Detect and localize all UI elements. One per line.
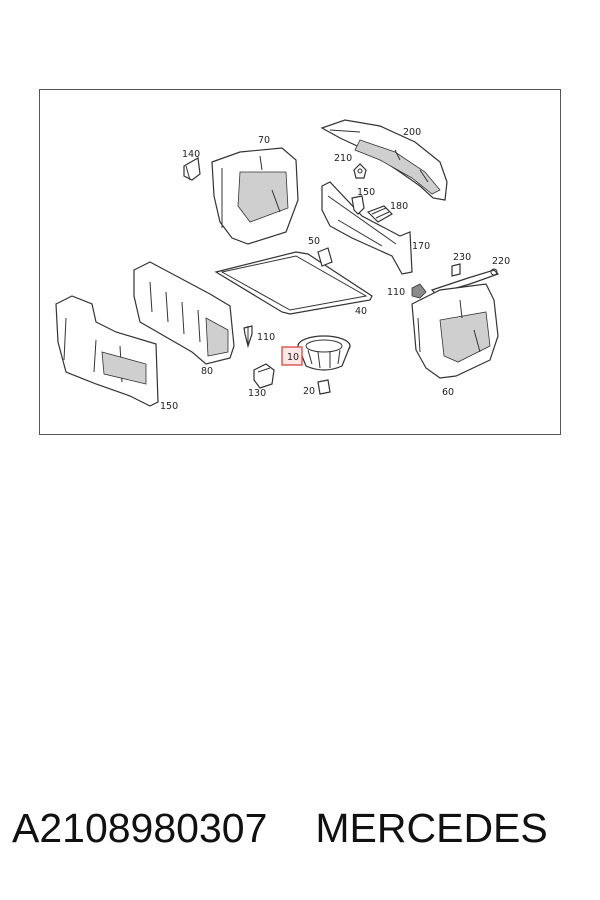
callout-210: 210 bbox=[334, 153, 352, 164]
callout-70: 70 bbox=[258, 135, 270, 146]
part-50 bbox=[317, 247, 333, 267]
callout-50: 50 bbox=[308, 236, 320, 247]
callout-150-panel: 150 bbox=[160, 401, 178, 412]
part-150-clip bbox=[351, 195, 365, 215]
callout-80: 80 bbox=[201, 366, 213, 377]
callout-150-clip: 150 bbox=[357, 187, 375, 198]
callout-230: 230 bbox=[453, 252, 471, 263]
callout-20: 20 bbox=[303, 386, 315, 397]
callout-10: 10 bbox=[287, 352, 299, 363]
callout-10-highlight-box: 10 bbox=[281, 346, 303, 366]
callout-200: 200 bbox=[403, 127, 421, 138]
callout-170: 170 bbox=[412, 241, 430, 252]
callout-220: 220 bbox=[492, 256, 510, 267]
part-130 bbox=[253, 363, 275, 389]
part-230 bbox=[451, 263, 461, 277]
part-150-panel bbox=[55, 295, 159, 407]
part-20 bbox=[317, 379, 331, 395]
product-caption: A2108980307 MERCEDES bbox=[12, 805, 592, 861]
part-number: A2108980307 bbox=[12, 805, 268, 851]
part-60 bbox=[411, 283, 499, 379]
part-110-pin bbox=[243, 325, 253, 349]
part-200 bbox=[320, 119, 448, 201]
callout-110-lower: 110 bbox=[257, 332, 275, 343]
callout-130: 130 bbox=[248, 388, 266, 399]
callout-60: 60 bbox=[442, 387, 454, 398]
brand-name: MERCEDES bbox=[315, 805, 548, 851]
part-140 bbox=[183, 157, 201, 181]
part-70 bbox=[211, 147, 299, 245]
callout-140: 140 bbox=[182, 149, 200, 160]
part-110-bolt bbox=[411, 283, 427, 299]
part-80 bbox=[133, 261, 235, 365]
part-180 bbox=[366, 205, 393, 223]
part-210 bbox=[353, 163, 367, 179]
callout-110-upper: 110 bbox=[387, 287, 405, 298]
part-40 bbox=[214, 251, 373, 315]
part-10 bbox=[297, 335, 351, 371]
callout-40: 40 bbox=[355, 306, 367, 317]
callout-180: 180 bbox=[390, 201, 408, 212]
